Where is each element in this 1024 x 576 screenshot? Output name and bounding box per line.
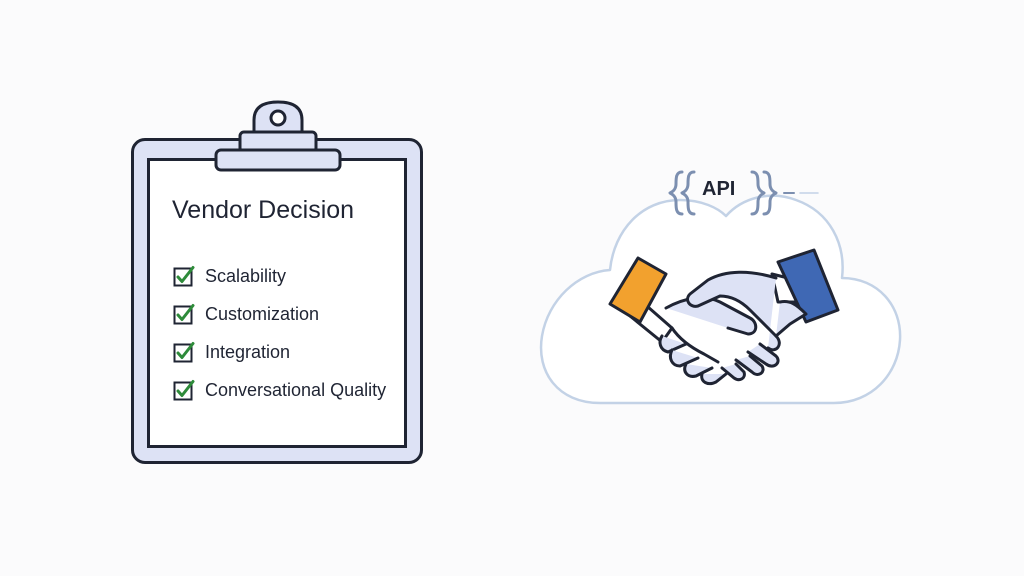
clipboard-title: Vendor Decision [172,196,355,224]
api-braces-icon [668,170,819,216]
list-item: Integration [173,333,386,371]
handshake-icon [608,248,840,386]
criteria-checklist: Scalability Customization Integration Co… [173,257,386,409]
checkbox-checked-icon [173,342,195,363]
criterion-label: Integration [205,341,291,362]
cloud-icon [539,194,902,405]
clipboard-clip-icon [214,100,342,172]
api-label: API [702,178,736,200]
criterion-label: Conversational Quality [205,379,387,400]
checkbox-checked-icon [173,304,195,325]
criterion-label: Customization [205,303,320,324]
list-item: Scalability [173,257,386,295]
list-item: Conversational Quality [173,371,386,409]
criterion-label: Scalability [205,265,287,286]
checkbox-checked-icon [173,266,195,287]
checkbox-checked-icon [173,380,195,401]
list-item: Customization [173,295,386,333]
